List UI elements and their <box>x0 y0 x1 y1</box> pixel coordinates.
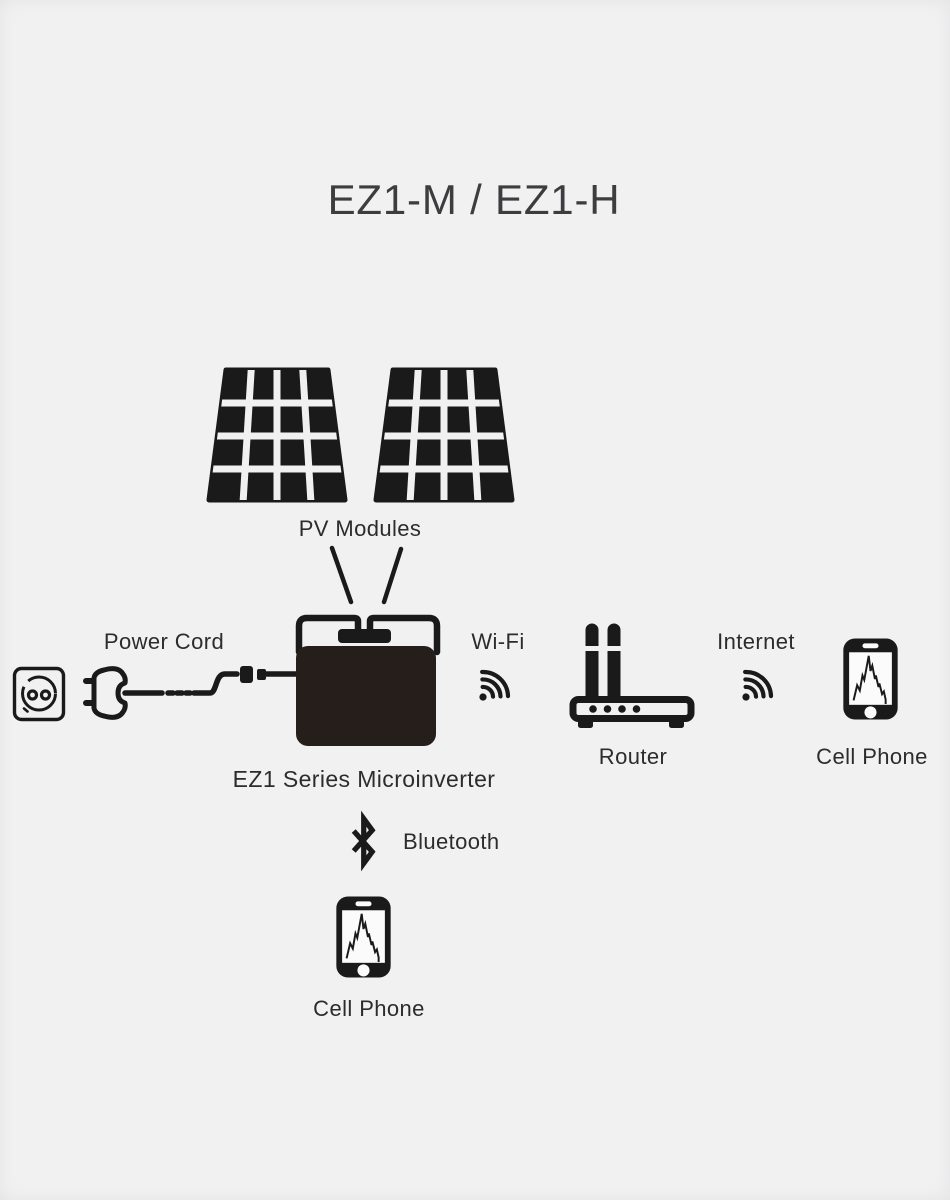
power-plug-cord-icon <box>83 666 298 720</box>
wifi-signal-icon <box>479 669 511 701</box>
cell-phone-bottom-label: Cell Phone <box>313 996 425 1021</box>
bluetooth-icon <box>351 810 376 872</box>
pv-panels-icon <box>206 367 515 503</box>
power-cord-label: Power Cord <box>103 629 225 654</box>
pv-panel-left-icon <box>206 367 348 503</box>
pv-panel-right-icon <box>373 367 515 503</box>
internet-signal-icon <box>742 669 774 701</box>
cell-phone-right-label: Cell Phone <box>816 744 928 769</box>
internet-label: Internet <box>717 629 795 654</box>
microinverter-icon <box>296 646 436 746</box>
page-title: EZ1-M / EZ1-H <box>327 176 621 223</box>
microinverter-label: EZ1 Series Microinverter <box>232 766 496 792</box>
junction-box-icon <box>338 629 391 643</box>
power-outlet-icon <box>12 666 66 722</box>
pv-modules-label: PV Modules <box>298 516 422 541</box>
bluetooth-label: Bluetooth <box>403 829 500 854</box>
dc-cables-icon <box>329 545 404 605</box>
router-icon <box>569 623 695 728</box>
router-label: Router <box>598 744 668 769</box>
cell-phone-bottom-icon <box>335 895 392 979</box>
wifi-label: Wi-Fi <box>471 629 525 654</box>
cell-phone-icon <box>842 637 899 721</box>
